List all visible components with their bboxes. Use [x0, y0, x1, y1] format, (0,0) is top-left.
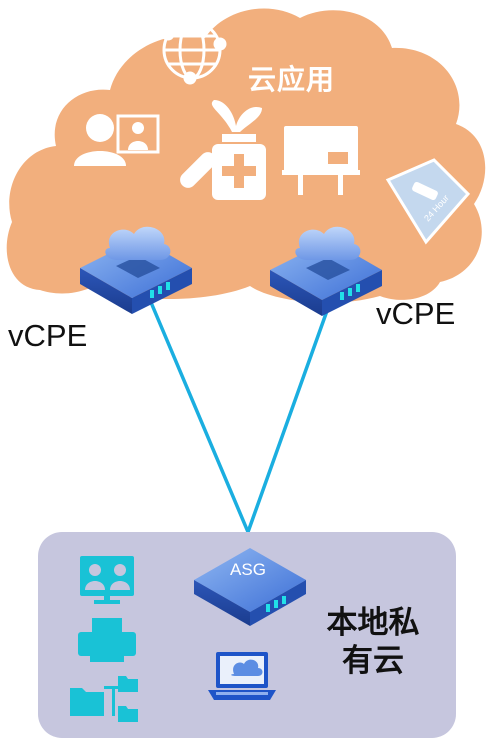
asg-label: ASG — [230, 560, 266, 579]
whiteboard-icon — [282, 126, 360, 195]
folder-tree-icon — [70, 676, 138, 722]
private-cloud-title: 本地私有云 — [326, 605, 420, 679]
camera-24-hour-icon: 24 Hour — [385, 158, 471, 245]
cloud-badge-left — [105, 226, 171, 260]
vcpe-left-label: vCPE — [8, 318, 88, 353]
vcpe-device-right — [270, 226, 382, 316]
private-cloud-panel — [38, 532, 456, 738]
links — [148, 299, 330, 533]
vcpe-right-label: vCPE — [376, 296, 456, 331]
laptop-cloud-icon — [208, 652, 276, 700]
link-right — [246, 307, 330, 533]
asg-device — [194, 548, 306, 626]
link-left — [148, 299, 250, 533]
cloud-apps-title: 云应用 — [248, 63, 336, 96]
printer-icon — [78, 618, 136, 662]
video-conference-icon — [80, 556, 134, 604]
cloud-badge-right — [295, 226, 361, 260]
globe-icon — [161, 20, 227, 85]
vcpe-device-left — [80, 226, 192, 314]
medicine-icon — [180, 100, 266, 200]
video-meeting-icon — [74, 114, 160, 166]
